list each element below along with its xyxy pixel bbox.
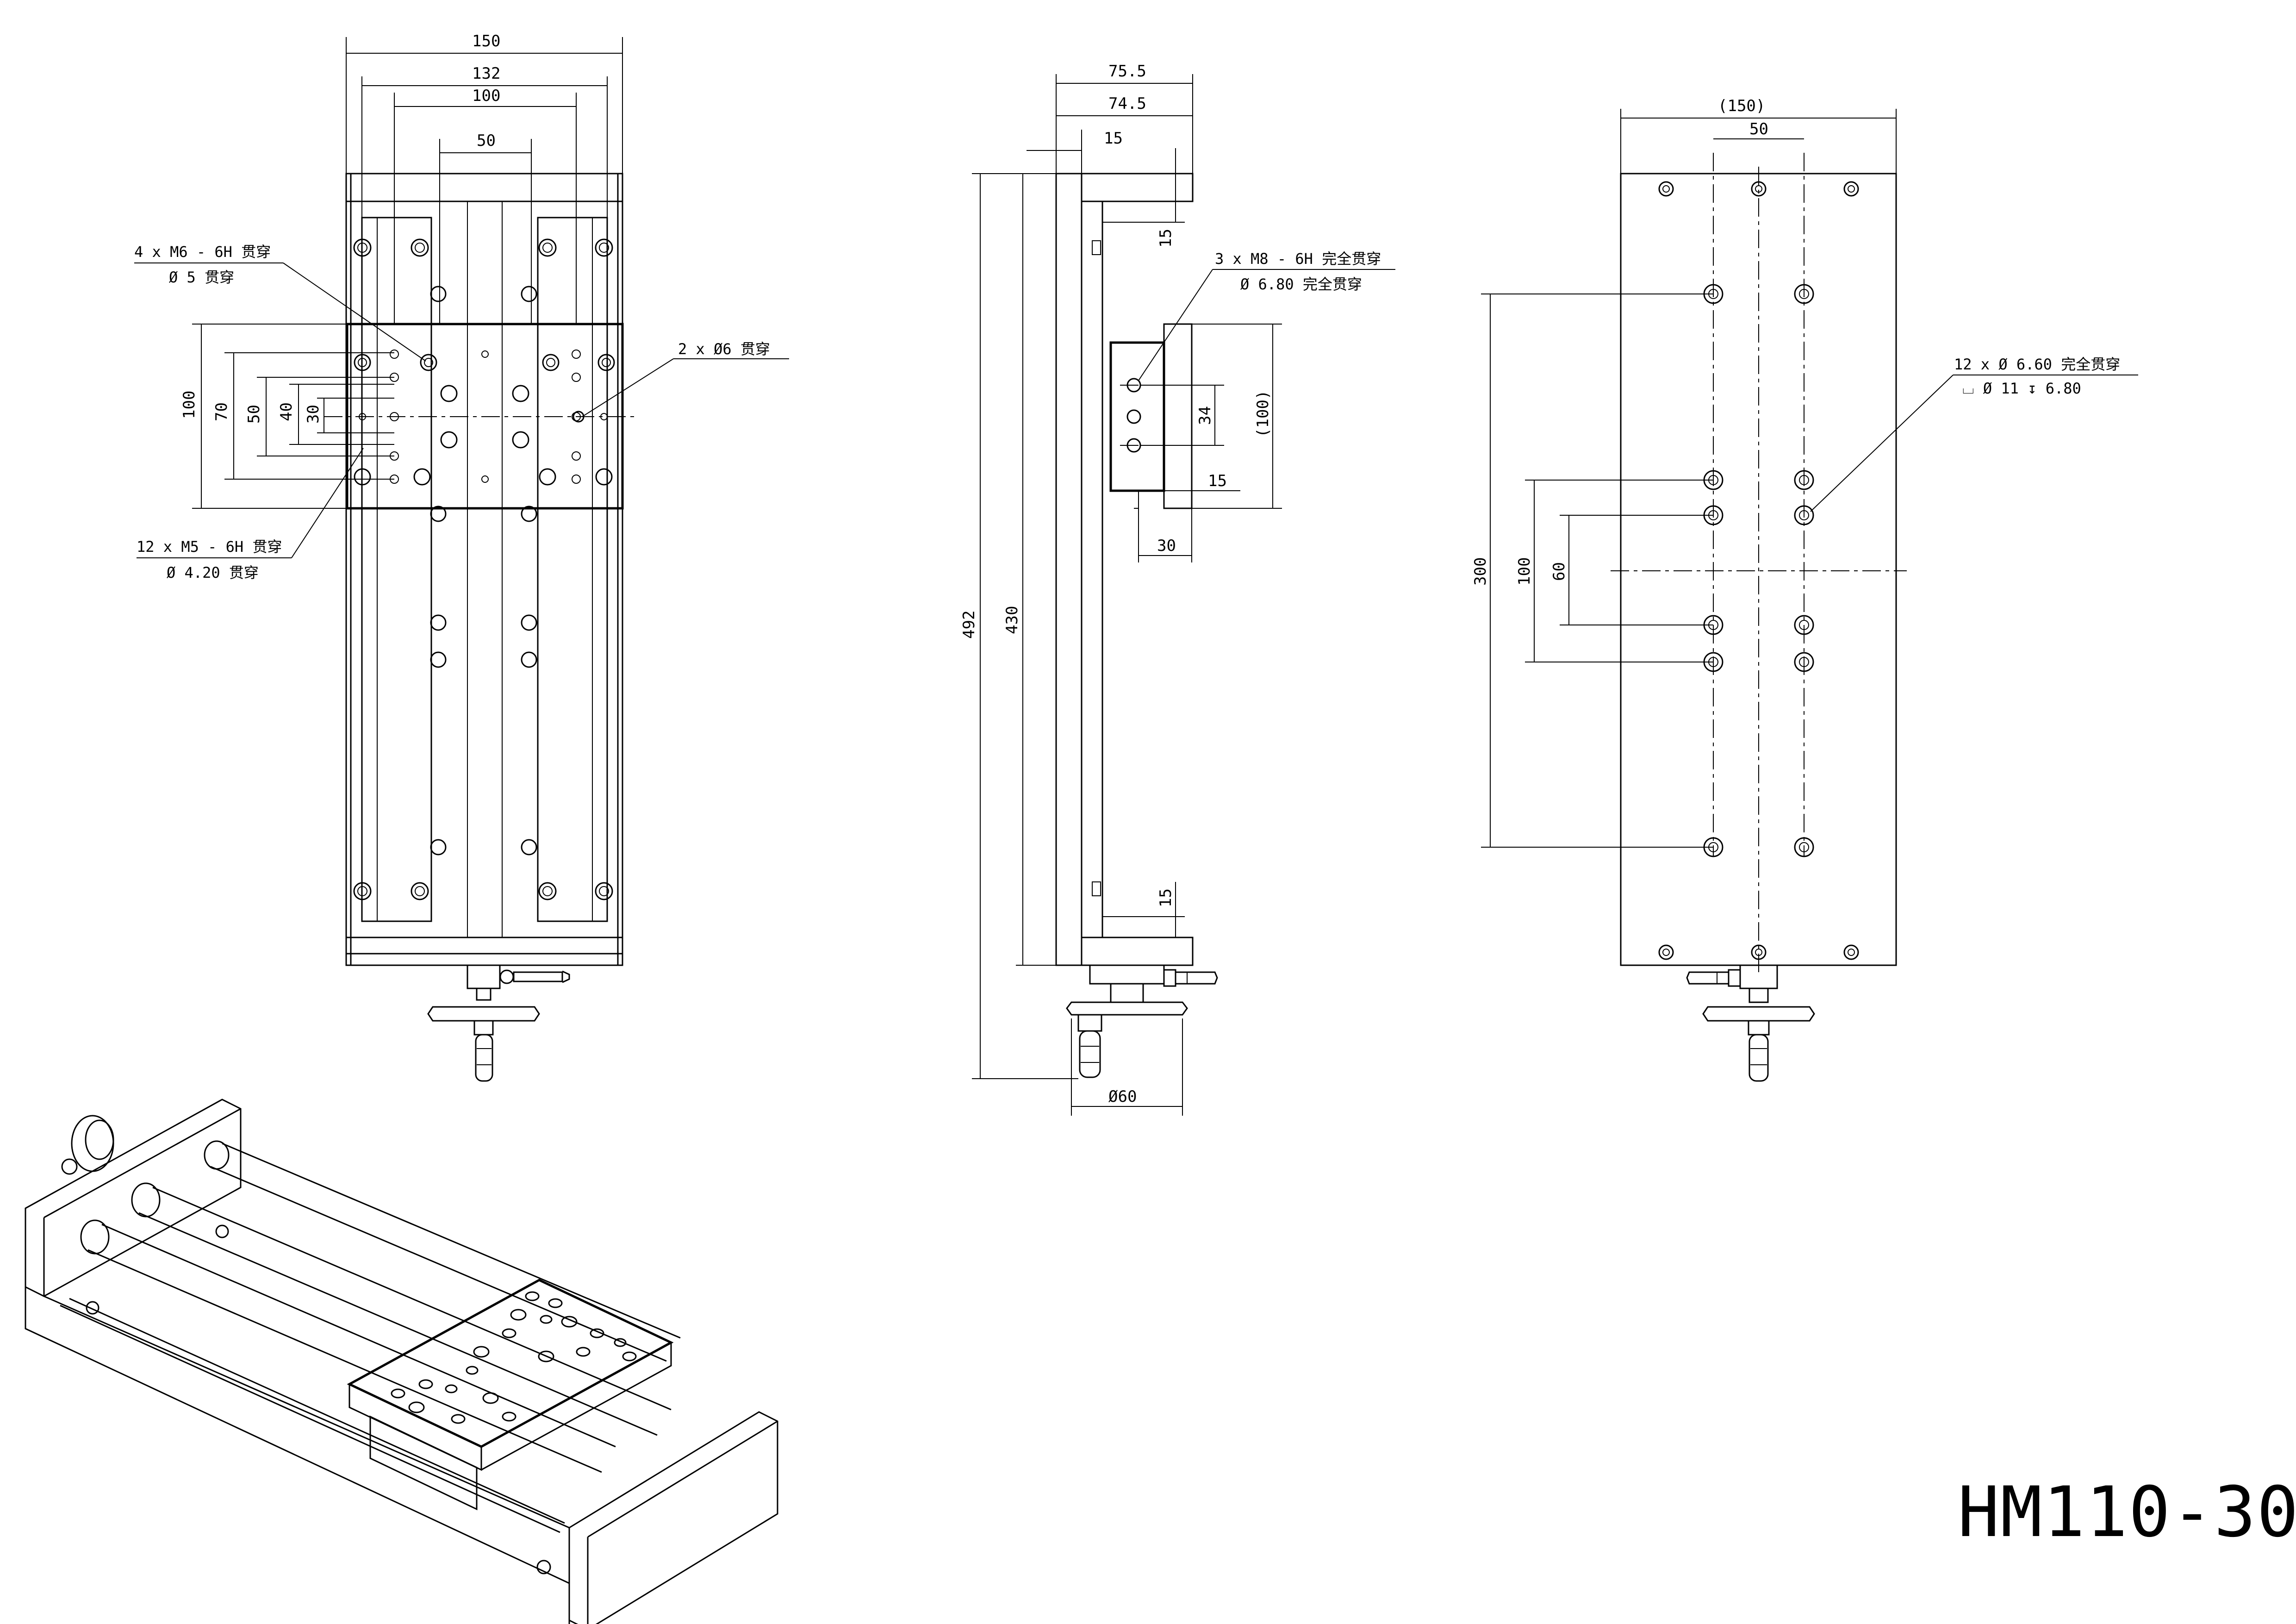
dim-side-end-15-bottom: 15	[1157, 888, 1175, 907]
mount-hole	[1658, 181, 1859, 960]
note-m5-thread: 12 x M5 - 6H 贯穿	[137, 538, 282, 556]
dim-hole-pitch-30: 30	[304, 405, 323, 424]
dim-side-pitch-34: 34	[1196, 406, 1214, 425]
carriage-hole	[354, 350, 615, 486]
note-counterbore-drill: 12 x Ø 6.60 完全贯穿	[1954, 356, 2120, 373]
model-number: HM110-300	[1958, 1472, 2296, 1553]
note-pin-hole: 2 x Ø6 贯穿	[678, 340, 770, 358]
dim-side-travel-430: 430	[1003, 606, 1021, 634]
dimension-lines	[972, 74, 1282, 1116]
note-m6-thread: 4 x M6 - 6H 贯穿	[134, 243, 271, 261]
dim-bottom-100: 100	[1515, 557, 1534, 586]
dim-overall-width: 150	[472, 32, 500, 50]
handwheel-icon	[1702, 964, 1815, 1082]
dim-bottom-hole-span: 50	[1749, 120, 1768, 138]
handwheel-icon	[427, 964, 540, 1082]
dimension-lines	[1481, 109, 1897, 848]
dim-hole-pitch-40: 40	[277, 402, 296, 421]
dim-side-end-15-top: 15	[1157, 229, 1175, 248]
bottom-view: (150) 50 300 100 60 12 x Ø 6.60 完全贯穿 ⌴ Ø…	[1471, 97, 2138, 1082]
dim-bottom-300: 300	[1471, 557, 1490, 586]
note-m5-drill: Ø 4.20 贯穿	[167, 564, 259, 581]
dim-bottom-width: (150)	[1718, 97, 1765, 115]
dim-carriage-length: 100	[180, 391, 199, 419]
dim-rail-span: 132	[472, 64, 500, 83]
dim-bottom-60: 60	[1550, 562, 1568, 581]
handwheel-icon	[1066, 964, 1188, 1078]
dim-side-carriage-30: 30	[1157, 537, 1176, 555]
note-m8-thread: 3 x M8 - 6H 完全贯穿	[1215, 250, 1381, 268]
lock-lever-icon	[499, 969, 570, 984]
dim-hole-pitch-50: 50	[245, 405, 263, 424]
dim-side-depth-75-5: 75.5	[1108, 62, 1146, 81]
dim-hole-span: 100	[472, 87, 500, 105]
note-m6-drill: Ø 5 贯穿	[169, 269, 234, 286]
dim-side-carriage-100: (100)	[1254, 390, 1272, 437]
note-m8-drill: Ø 6.80 完全贯穿	[1240, 275, 1362, 293]
rail-hole	[353, 238, 613, 900]
lock-lever-icon	[1686, 969, 1741, 987]
dim-side-overall-492: 492	[960, 611, 978, 639]
note-counterbore-depth: ⌴ Ø 11 ↧ 6.80	[1962, 380, 2081, 397]
isometric-stage-view	[25, 1099, 778, 1624]
lock-lever-icon	[1163, 969, 1218, 987]
dim-center-span: 50	[477, 131, 496, 150]
dim-side-carriage-15: 15	[1208, 472, 1227, 490]
front-view: 150 132 100 50 100 70 50 40 30 4 x M6 - …	[134, 32, 789, 1082]
dim-hole-pitch-70: 70	[212, 402, 231, 421]
dim-side-base-15: 15	[1104, 129, 1123, 148]
dimension-lines	[192, 37, 623, 509]
side-view: 75.5 74.5 15 15 492 430 34 (100) 15 30 1…	[960, 62, 1395, 1116]
dim-side-depth-74-5: 74.5	[1108, 94, 1146, 113]
dim-side-wheel-dia: Ø60	[1108, 1087, 1137, 1106]
